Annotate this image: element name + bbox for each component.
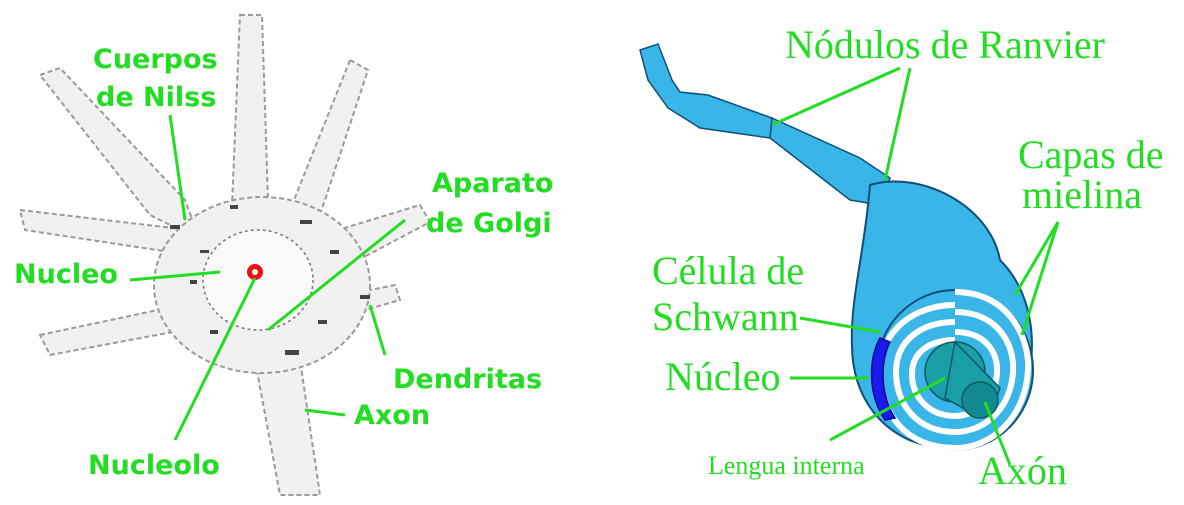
leader-capas-a (1015, 222, 1058, 295)
leader-dendritas (370, 305, 385, 355)
axon-hillock (255, 360, 320, 495)
label-capas-line1: Capas de (1018, 132, 1164, 177)
leader-capas-b (1022, 222, 1058, 335)
dendrite-upper-right (290, 60, 368, 215)
axon-segment-distal (640, 44, 772, 138)
leader-nodulos-a (772, 68, 900, 125)
label-nucleo-right: Núcleo (665, 354, 781, 399)
nucleolus-core (252, 269, 258, 275)
label-nodulos: Nódulos de Ranvier (785, 22, 1105, 67)
dendrite-top (232, 15, 268, 205)
label-capas-line2: mielina (1022, 172, 1142, 217)
label-dendritas: Dendritas (393, 364, 542, 395)
label-aparato-line2: de Golgi (426, 208, 552, 239)
label-celula-line2: Schwann (652, 294, 799, 339)
label-celula-line1: Célula de (652, 248, 804, 293)
label-cuerpos-line1: Cuerpos (93, 44, 218, 75)
leader-nodulos-b (885, 68, 910, 180)
label-aparato-line1: Aparato (432, 168, 553, 199)
label-axon-right: Axón (978, 448, 1067, 493)
axon-core-end (962, 382, 998, 418)
leader-axon (305, 410, 345, 415)
label-axon-left: Axon (354, 400, 430, 431)
label-cuerpos-line2: de Nilss (96, 82, 216, 113)
label-nucleo: Nucleo (14, 259, 118, 290)
label-nucleolo: Nucleolo (88, 450, 220, 481)
label-lengua: Lengua interna (708, 451, 865, 480)
neuron-nucleus (203, 230, 313, 330)
